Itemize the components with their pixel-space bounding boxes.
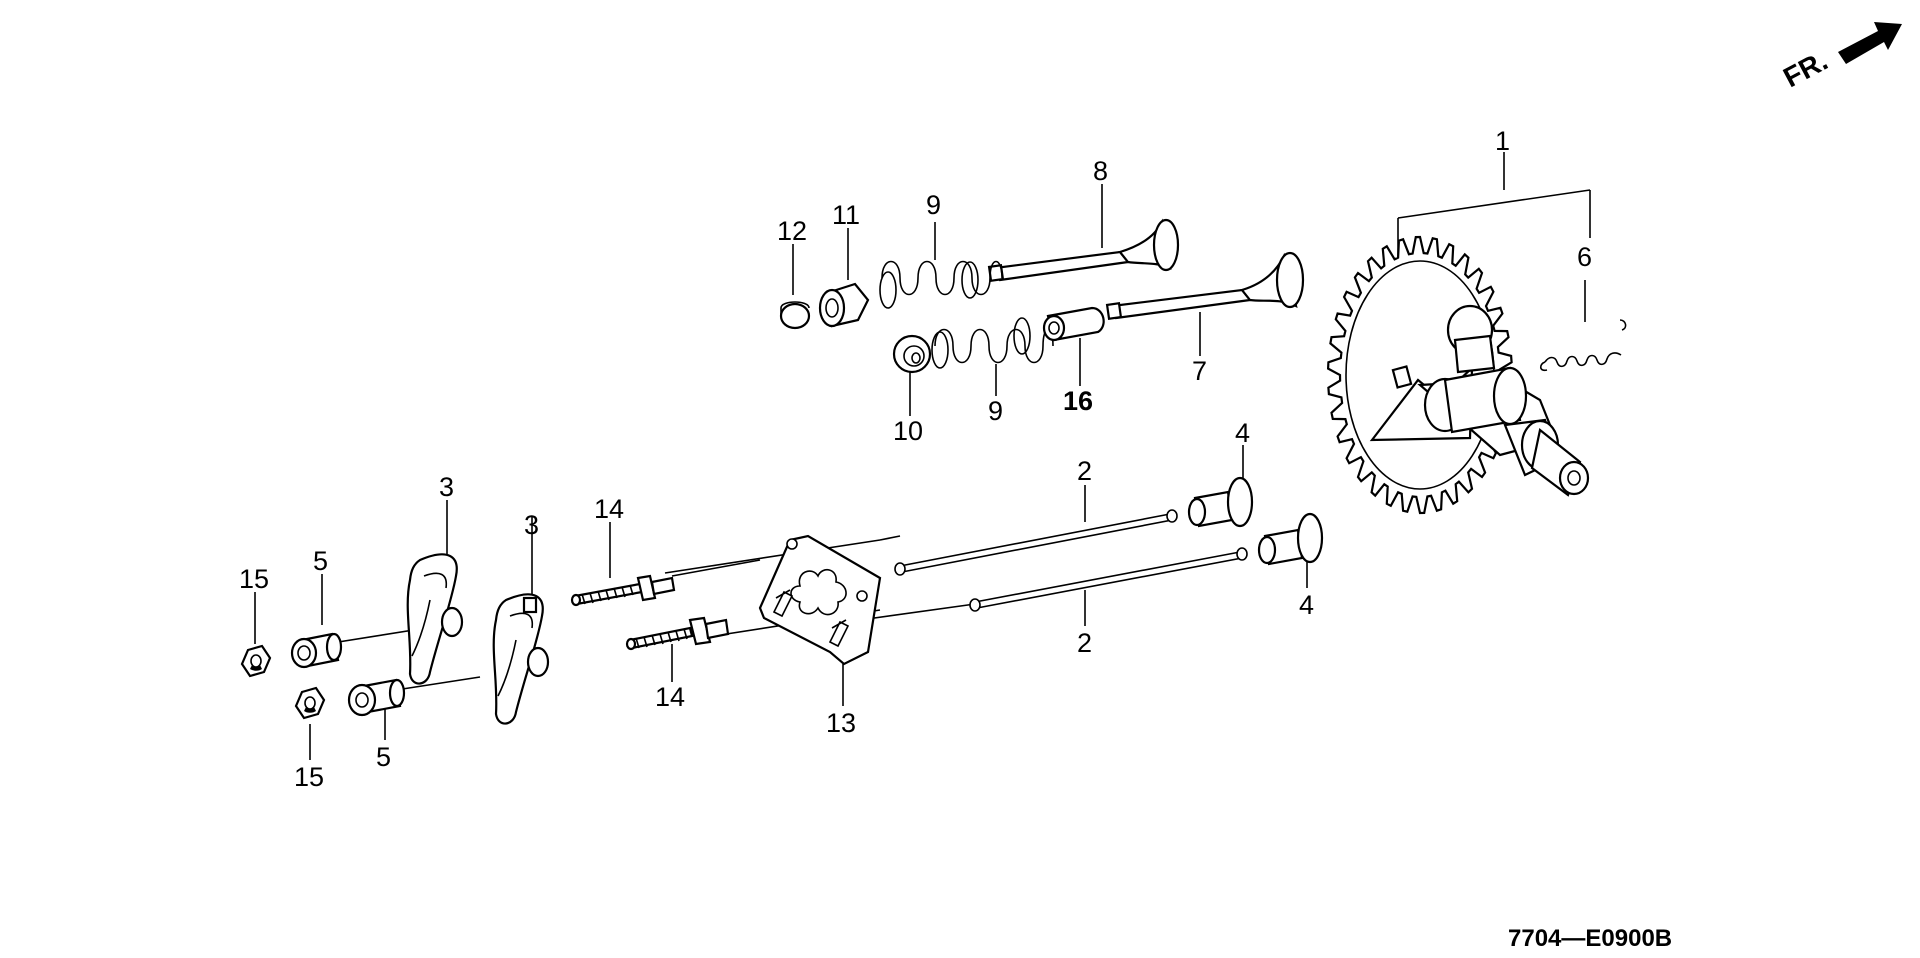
rocker-arm-right: [492, 593, 550, 725]
tappet-upper: [1187, 476, 1254, 528]
callout-16: 16: [1063, 386, 1093, 416]
push-rod-guide-plate: [758, 534, 882, 666]
push-rod-upper: [894, 509, 1178, 576]
diagram-code: 7704—E0900B: [1508, 925, 1672, 952]
front-arrow-indicator: FR.: [1778, 22, 1902, 93]
callout-labels: 1 6 8 7 9 9 11 12 10 16 4 4 2 2 3 3 14 1…: [239, 126, 1592, 792]
camshaft-assembly: [1326, 235, 1627, 515]
push-rod-lower: [969, 547, 1248, 612]
callout-3-right: 3: [524, 510, 539, 540]
rocker-arm-left: [406, 553, 464, 685]
callout-2-upper: 2: [1077, 456, 1092, 486]
adjusting-nut-upper: [240, 644, 272, 678]
valve-intake-7: [1105, 251, 1305, 321]
callout-14-upper: 14: [594, 494, 624, 524]
valve-retainer-10: [892, 334, 932, 374]
stem-seal-16: [1042, 306, 1105, 342]
rocker-pivot-lower: [347, 678, 406, 717]
callout-14-lower: 14: [655, 682, 685, 712]
callout-8: 8: [1093, 156, 1108, 186]
callout-13: 13: [826, 708, 856, 738]
callout-6: 6: [1577, 242, 1592, 272]
callout-11: 11: [832, 200, 860, 230]
valve-spring-lower: [931, 317, 1054, 369]
callout-10: 10: [893, 416, 923, 446]
front-label: FR.: [1778, 45, 1832, 94]
callout-1: 1: [1495, 126, 1510, 156]
leader-lines: [254, 152, 1591, 760]
callout-9-lower: 9: [988, 396, 1003, 426]
callout-3-left: 3: [439, 472, 454, 502]
valve-cap-12: [779, 301, 811, 330]
callout-5-lower: 5: [376, 742, 391, 772]
rocker-pivot-upper: [290, 632, 343, 669]
callout-4-lower: 4: [1299, 590, 1314, 620]
arrow-right-icon: [1838, 22, 1902, 64]
callout-2-lower: 2: [1077, 628, 1092, 658]
tappet-lower: [1257, 512, 1324, 566]
valve-spring-upper: [879, 260, 1003, 309]
stud-bolt-lower: [625, 616, 730, 651]
callout-12: 12: [777, 216, 807, 246]
callout-15-upper: 15: [239, 564, 269, 594]
callout-15-lower: 15: [294, 762, 324, 792]
stud-bolt-upper: [570, 574, 676, 607]
adjusting-nut-lower: [294, 686, 326, 720]
callout-5-upper: 5: [313, 546, 328, 576]
valve-retainer-11: [818, 282, 870, 328]
valve-exhaust-8: [987, 218, 1180, 283]
callout-9-upper: 9: [926, 190, 941, 220]
callout-4-upper: 4: [1235, 418, 1250, 448]
callout-7: 7: [1192, 356, 1207, 386]
